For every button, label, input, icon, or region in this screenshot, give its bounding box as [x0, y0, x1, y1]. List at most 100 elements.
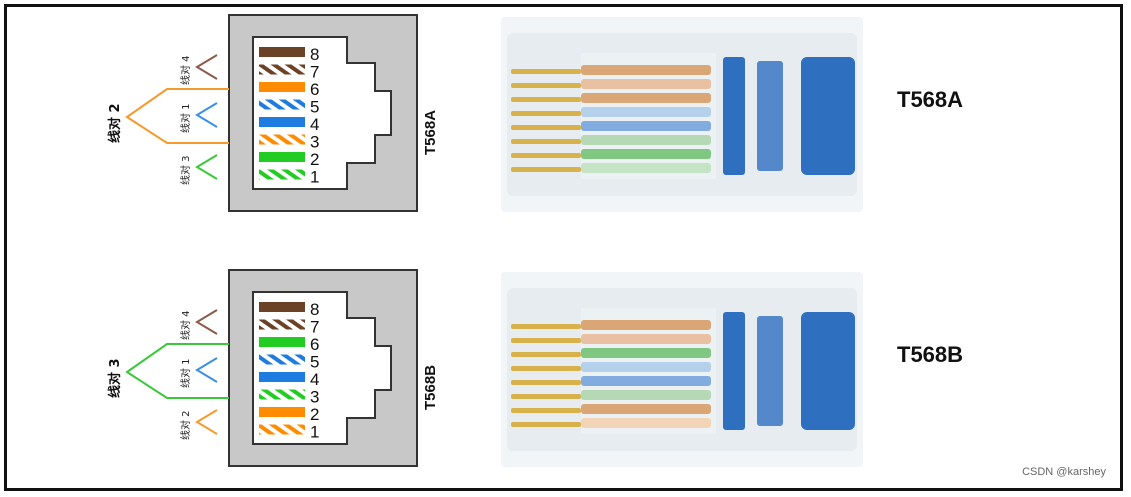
plug-wire [581, 107, 711, 117]
pin-number-4: 4 [310, 115, 319, 134]
gold-contact [511, 366, 581, 371]
pin-wire-7 [259, 64, 305, 75]
gold-contact [511, 394, 581, 399]
rj45-plug [501, 17, 863, 212]
pin-number-1: 1 [310, 168, 319, 187]
big-pair-fan [125, 88, 229, 144]
pin-number-3: 3 [310, 133, 319, 152]
pair-label-1: 线对 4 [179, 310, 192, 340]
pin-number-1: 1 [310, 423, 319, 442]
gold-contact [511, 97, 581, 102]
gold-contact [511, 408, 581, 413]
plug-clear-shell [581, 53, 716, 179]
pin-number-7: 7 [310, 318, 319, 337]
plug-wire [581, 121, 711, 131]
pin-wire-7 [259, 319, 305, 330]
pin-wire-2 [259, 407, 305, 417]
plug-wire [581, 376, 711, 386]
standard-label: T568A [897, 87, 963, 112]
standard-label: T568B [897, 342, 963, 367]
gold-contact [511, 380, 581, 385]
pin-wire-3 [259, 134, 305, 145]
pin-wire-4 [259, 117, 305, 127]
pin-number-5: 5 [310, 98, 319, 117]
big-pair-label: 线对 2 [107, 103, 123, 143]
plug-wire [581, 404, 711, 414]
gold-contact [511, 422, 581, 427]
plug-wire [581, 390, 711, 400]
plug-clear-shell [581, 308, 716, 434]
pair-chevron-2 [195, 357, 218, 383]
plug-wire [581, 135, 711, 145]
pair-label-3: 线对 3 [179, 155, 192, 185]
pin-wire-6 [259, 82, 305, 92]
big-pair-label: 线对 3 [107, 358, 123, 398]
pair-label-2: 线对 1 [179, 103, 192, 133]
gold-contact [511, 111, 581, 116]
pin-number-8: 8 [310, 45, 319, 64]
pin-wire-6 [259, 337, 305, 347]
plug-wire [581, 320, 711, 330]
pair-label-1: 线对 4 [179, 55, 192, 85]
pin-number-8: 8 [310, 300, 319, 319]
pin-wire-4 [259, 372, 305, 382]
gold-contact [511, 324, 581, 329]
pin-wire-1 [259, 169, 305, 180]
pair-chevron-2 [195, 102, 218, 128]
pin-wire-5 [259, 354, 305, 365]
pair-chevron-3 [195, 154, 218, 180]
cable-jacket [757, 316, 783, 426]
gold-contact [511, 139, 581, 144]
watermark: CSDN @karshey [1022, 466, 1106, 478]
pin-number-2: 2 [310, 150, 319, 169]
pin-number-7: 7 [310, 63, 319, 82]
pin-wire-8 [259, 47, 305, 57]
big-pair-fan [125, 343, 229, 399]
pin-wire-8 [259, 302, 305, 312]
plug-wire [581, 163, 711, 173]
pin-wire-2 [259, 152, 305, 162]
plug-wire [581, 65, 711, 75]
plug-wire [581, 79, 711, 89]
pin-number-3: 3 [310, 388, 319, 407]
plug-wire [581, 334, 711, 344]
plug-wire [581, 362, 711, 372]
pair-chevron-3 [195, 409, 218, 435]
gold-contact [511, 352, 581, 357]
gold-contact [511, 69, 581, 74]
cable-jacket [801, 312, 855, 430]
rj45-plug [501, 272, 863, 467]
pair-chevron-1 [195, 309, 218, 335]
gold-contact [511, 125, 581, 130]
pair-label-3: 线对 2 [179, 410, 192, 440]
pin-number-6: 6 [310, 335, 319, 354]
gold-contact [511, 153, 581, 158]
cable-jacket [757, 61, 783, 171]
pin-number-2: 2 [310, 405, 319, 424]
gold-contact [511, 338, 581, 343]
jack-socket [252, 36, 392, 190]
gold-contact [511, 83, 581, 88]
plug-wire [581, 93, 711, 103]
plug-wire [581, 348, 711, 358]
pin-wire-3 [259, 389, 305, 400]
jack-standard-label: T568A [422, 110, 439, 155]
gold-contact [511, 167, 581, 172]
jack-standard-label: T568B [422, 365, 439, 410]
plug-wire [581, 418, 711, 428]
jack-socket [252, 291, 392, 445]
pin-wire-1 [259, 424, 305, 435]
pair-label-2: 线对 1 [179, 358, 192, 388]
cable-jacket [723, 312, 745, 430]
cable-jacket [723, 57, 745, 175]
plug-wire [581, 149, 711, 159]
pair-chevron-1 [195, 54, 218, 80]
pin-number-4: 4 [310, 370, 319, 389]
pin-wire-5 [259, 99, 305, 110]
pin-number-5: 5 [310, 353, 319, 372]
pin-number-6: 6 [310, 80, 319, 99]
